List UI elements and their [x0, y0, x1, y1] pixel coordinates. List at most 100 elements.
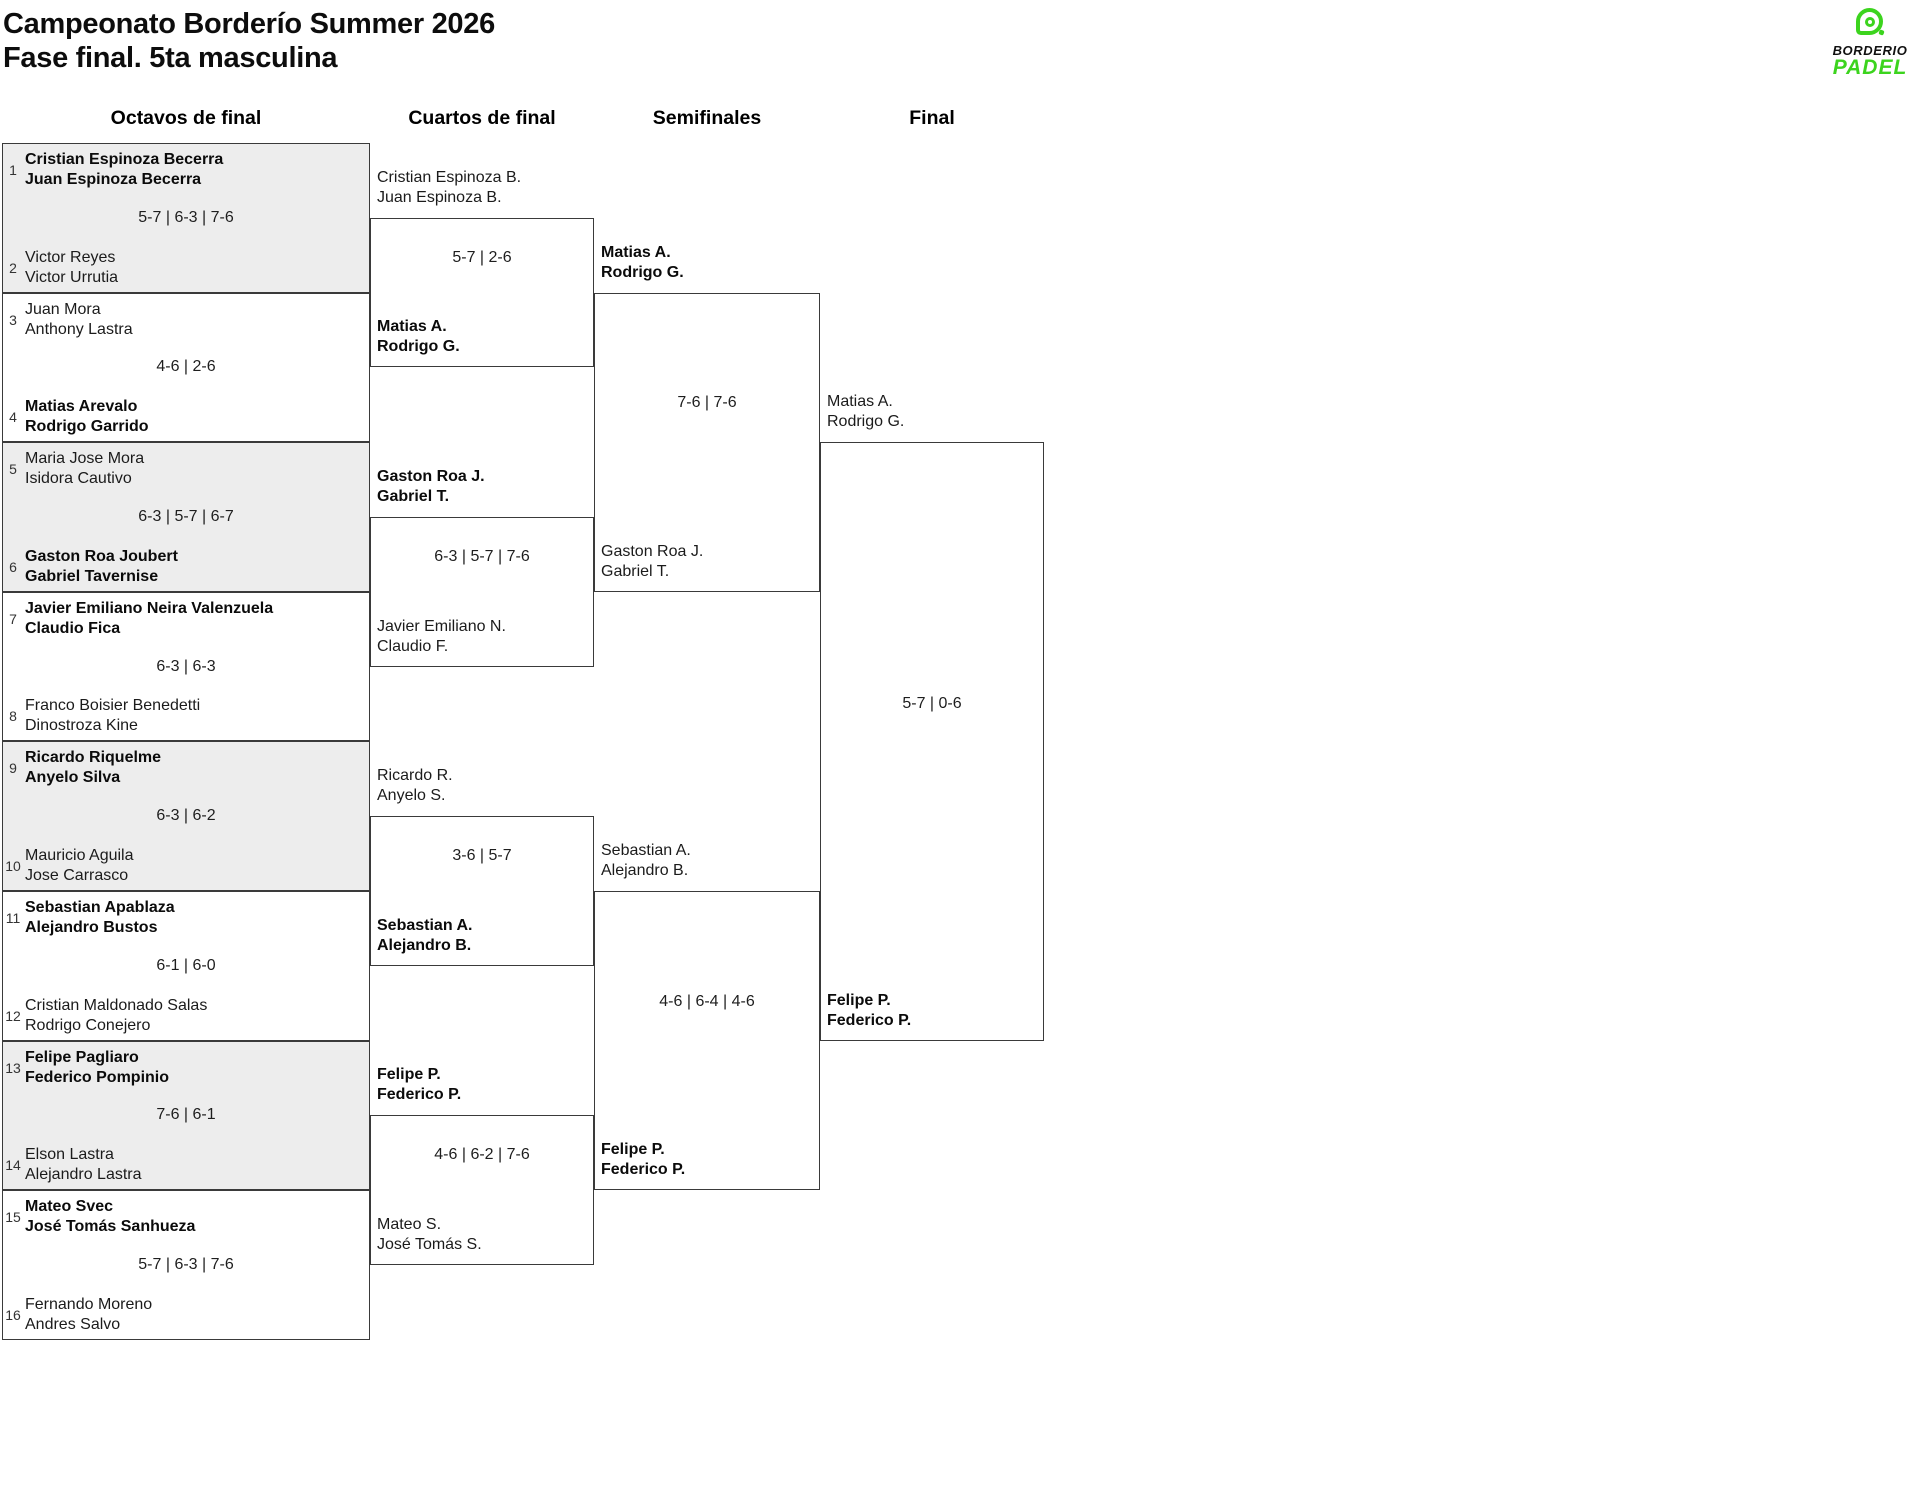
team-name-line: Anthony Lastra — [25, 320, 133, 338]
team-name-line: Rodrigo Conejero — [25, 1016, 151, 1034]
match-box-octavos-7 — [2, 1040, 370, 1191]
team-name-line: Mateo Svec — [25, 1198, 114, 1216]
team-name-line: Alejandro Bustos — [25, 919, 158, 936]
match-box-octavos-1 — [2, 143, 370, 293]
team-name-line: Gaston Roa J. — [601, 542, 704, 560]
team-name-line: Felipe Pagliaro — [25, 1048, 139, 1066]
seed-number: 14 — [5, 1157, 21, 1174]
team-name-line: Alejandro Lastra — [25, 1166, 142, 1184]
seed-number: 9 — [9, 760, 17, 777]
team-name-line: Andres Salvo — [25, 1315, 121, 1333]
team-slot-cuartos-2-top: Gaston Roa J. Gabriel T. — [377, 467, 485, 507]
seed-number: 7 — [9, 610, 17, 627]
logo-inner-ring-icon — [1865, 17, 1875, 27]
team-name-line: Claudio Fica — [25, 619, 121, 637]
seed-number: 6 — [9, 558, 17, 575]
team-name-line: Alejandro B. — [601, 862, 689, 879]
match-box-octavos-3 — [2, 442, 370, 592]
team-name-line: Federico P. — [827, 1011, 912, 1029]
match-score: 6-1 | 6-0 — [156, 956, 216, 974]
team-name-line: Fernando Moreno — [25, 1295, 153, 1313]
team-name-line: Gabriel Tavernise — [25, 567, 159, 585]
match-box-cuartos-4 — [370, 1115, 594, 1265]
page-subtitle: Fase final. 5ta masculina — [3, 42, 338, 74]
match-box-final-1 — [820, 442, 1044, 1041]
team-name-line: Felipe P. — [827, 991, 891, 1009]
seed-number: 1 — [9, 162, 17, 178]
team-slot-cuartos-4-top: Felipe P. Federico P. — [377, 1065, 461, 1105]
seed-number: 13 — [5, 1059, 21, 1076]
round-header-cuartos: Cuartos de final — [408, 107, 556, 129]
match-score: 3-6 | 5-7 — [452, 847, 512, 864]
team-name-line: Gaston Roa J. — [377, 468, 485, 485]
team-name-line: Federico P. — [601, 1161, 686, 1179]
team-name-line: Anyelo Silva — [25, 769, 121, 787]
team-slot-final-1-bottom: Felipe P. Federico P. — [827, 991, 911, 1031]
team-name-line: Federico Pompinio — [25, 1068, 170, 1086]
team-name-line: Franco Boisier Benedetti — [25, 697, 201, 715]
team-slot-cuartos-3-top: Ricardo R.Anyelo S. — [377, 766, 453, 806]
team-slot-semifinales-2-top: Sebastian A.Alejandro B. — [601, 841, 691, 881]
match-score: 5-7 | 2-6 — [452, 248, 512, 266]
match-score: 5-7 | 6-3 | 7-6 — [138, 1256, 234, 1273]
team-slot-cuartos-1-bottom: Matias A.Rodrigo G. — [377, 317, 460, 357]
team-name-line: Felipe P. — [377, 1066, 441, 1084]
team-name-line: Sebastian A. — [377, 916, 473, 934]
seed-number: 2 — [9, 259, 17, 276]
team-name-line: Sebastian Apablaza — [25, 899, 175, 916]
team-name-line: Gaston Roa Joubert — [25, 547, 178, 565]
match-box-octavos-2 — [2, 292, 370, 443]
match-score: 4-6 | 6-2 | 7-6 — [434, 1146, 530, 1164]
match-score: 5-7 | 6-3 | 7-6 — [138, 208, 234, 226]
round-header-final: Final — [909, 107, 955, 129]
team-name-line: José Tomás S. — [377, 1236, 482, 1253]
match-box-semifinales-1 — [594, 292, 820, 592]
team-name-line: Ricardo R. — [377, 767, 453, 785]
match-box-cuartos-3 — [370, 816, 594, 966]
seed-number: 12 — [5, 1007, 21, 1024]
team-name-line: Matias A. — [827, 393, 893, 411]
team-name-line: Elson Lastra — [25, 1146, 114, 1164]
team-name-line: Javier Emiliano Neira Valenzuela — [25, 599, 274, 617]
match-box-cuartos-2 — [370, 517, 594, 667]
team-name-line: Victor Urrutia — [25, 268, 119, 286]
match-score: 6-3 | 5-7 | 7-6 — [434, 547, 530, 565]
seed-number: 4 — [9, 409, 17, 426]
match-score: 6-3 | 6-3 — [156, 657, 216, 675]
team-name-line: Federico P. — [377, 1086, 462, 1104]
seed-number: 8 — [9, 708, 17, 725]
team-name-line: Cristian Espinoza B. — [377, 168, 522, 186]
team-name-line: Rodrigo G. — [827, 413, 905, 431]
seed-number: 11 — [5, 910, 21, 926]
seed-number: 10 — [5, 858, 21, 874]
team-name-line: Mauricio Aguila — [25, 847, 134, 864]
team-name-line: Victor Reyes — [25, 248, 116, 266]
team-name-line: Gabriel T. — [377, 488, 450, 505]
team-name-line: Gabriel T. — [601, 562, 670, 580]
team-name-line: Dinostroza Kine — [25, 717, 138, 735]
logo-outer-ring-icon — [1856, 8, 1883, 35]
borderio-padel-icon — [1855, 8, 1885, 39]
team-name-line: Juan Espinoza B. — [377, 188, 502, 206]
logo-wordmark-padel: PADEL — [1832, 56, 1908, 79]
seed-number: 16 — [5, 1306, 21, 1323]
team-name-line: Cristian Maldonado Salas — [25, 996, 208, 1014]
team-name-line: Rodrigo Garrido — [25, 418, 149, 436]
team-name-line: Isidora Cautivo — [25, 470, 132, 488]
team-slot-cuartos-2-bottom: Javier Emiliano N.Claudio F. — [377, 617, 506, 657]
logo-wordmark-borderio: BORDERIO — [1832, 43, 1908, 58]
match-score: 4-6 | 6-4 | 4-6 — [659, 992, 755, 1010]
team-slot-final-1-top: Matias A. Rodrigo G. — [827, 392, 904, 432]
